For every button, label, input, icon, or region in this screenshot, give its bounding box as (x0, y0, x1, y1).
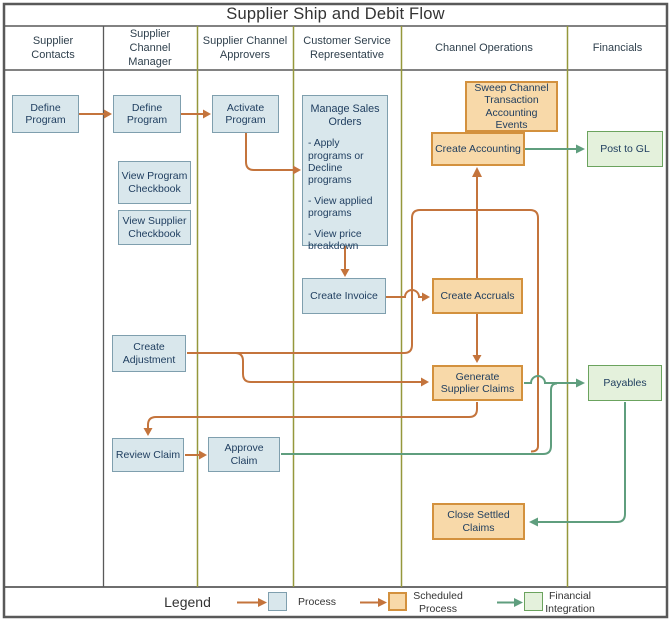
legend-process-arrow (237, 598, 267, 607)
lane-header-financials: Financials (592, 41, 643, 54)
edge-payables-to-close-claims (529, 402, 626, 527)
edge-create-invoice-to-create-accruals (386, 289, 430, 302)
lane-header-supplier-contacts: Supplier Contacts (31, 34, 75, 61)
node-view-program-checkbook: View Program Checkbook (118, 161, 191, 204)
legend-financial-arrow (497, 598, 523, 607)
lane-header-channel-operations: Channel Operations (435, 41, 533, 54)
edge-accruals-to-generate-claims (472, 314, 482, 363)
lane-header-supplier-channel-manager: Supplier Channel Manager (128, 27, 172, 69)
node-define-program-manager: Define Program (113, 95, 181, 133)
edge-generate-claims-to-review-claim (143, 402, 478, 436)
edge-adjustment-to-generate-claims (235, 352, 429, 387)
page-title: Supplier Ship and Debit Flow (226, 5, 445, 23)
edge-activate-to-manage-orders (245, 133, 301, 175)
node-payables: Payables (588, 365, 662, 401)
legend-financial-swatch (524, 592, 543, 611)
edge-define1-to-define2 (79, 109, 112, 119)
node-create-accruals: Create Accruals (432, 278, 523, 314)
edge-accounting-to-post-to-gl (525, 144, 585, 154)
node-close-settled-claims: Close Settled Claims (432, 503, 525, 540)
node-view-supplier-checkbook: View Supplier Checkbook (118, 210, 191, 245)
manage-sales-orders-bullet-3: - View price breakdown (308, 229, 362, 253)
node-sweep-channel-transaction-accounting-events: Sweep Channel Transaction Accounting Eve… (465, 81, 558, 132)
node-post-to-gl: Post to GL (587, 131, 663, 167)
legend-scheduled-swatch (388, 592, 407, 611)
node-create-accounting: Create Accounting (431, 132, 525, 166)
lane-header-supplier-channel-approvers: Supplier Channel Approvers (202, 34, 288, 61)
node-generate-supplier-claims: Generate Supplier Claims (432, 365, 523, 401)
manage-sales-orders-bullet-1: - Apply programs or Decline programs (308, 138, 364, 186)
manage-sales-orders-bullet-2: - View applied programs (308, 196, 373, 220)
node-define-program-contacts: Define Program (12, 95, 79, 133)
legend-scheduled-label: Scheduled Process (413, 589, 463, 615)
node-manage-sales-orders: Manage Sales Orders - Apply programs or … (302, 95, 388, 252)
edge-define2-to-activate (181, 109, 211, 119)
node-create-invoice: Create Invoice (302, 278, 386, 314)
legend-financial-label: Financial Integration (545, 589, 595, 615)
edge-create-accruals-to-create-accounting (472, 167, 482, 278)
node-review-claim: Review Claim (112, 438, 184, 472)
lane-header-customer-service-representative: Customer Service Representative (303, 34, 391, 61)
node-activate-program: Activate Program (212, 95, 279, 133)
edge-generate-claims-to-payables (524, 375, 585, 388)
legend-title: Legend (164, 594, 211, 611)
legend-process-swatch (268, 592, 287, 611)
node-approve-claim: Approve Claim (208, 437, 280, 472)
edge-review-to-approve (185, 450, 207, 460)
legend-scheduled-arrow (360, 598, 387, 607)
node-create-adjustment: Create Adjustment (112, 335, 186, 372)
legend-process-label: Process (298, 596, 336, 609)
manage-sales-orders-title: Manage Sales Orders (310, 103, 380, 128)
